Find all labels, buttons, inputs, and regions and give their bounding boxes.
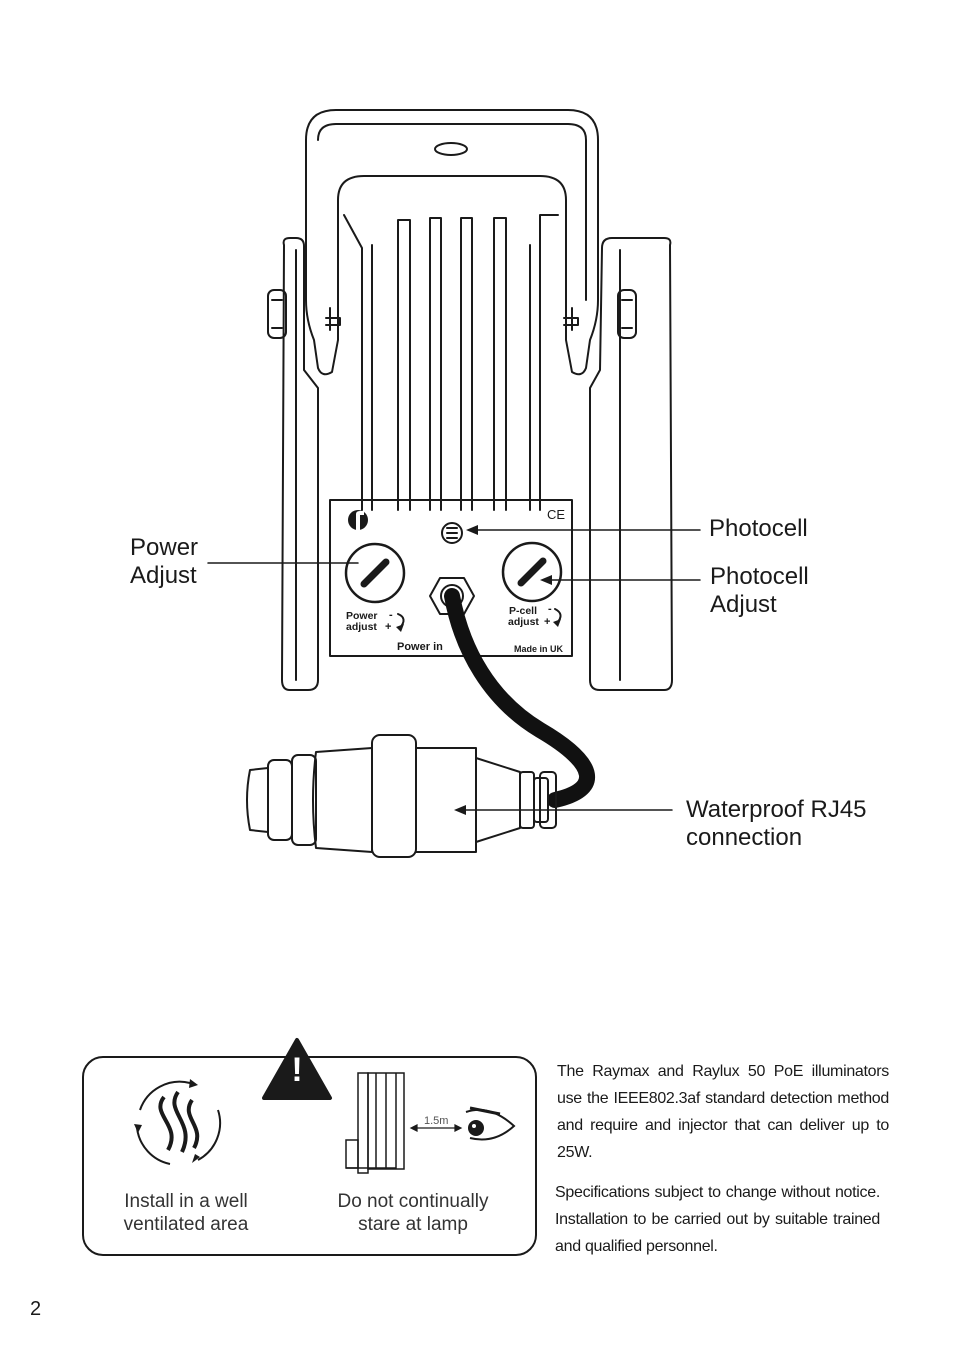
ventilation-icon <box>136 1080 221 1165</box>
power-plus-sign: + <box>385 621 391 633</box>
brand-logo <box>348 510 368 530</box>
power-adjust-callout: Power Adjust <box>130 534 198 590</box>
photocell-adjust-callout: Photocell Adjust <box>710 563 809 619</box>
photocell-adjust-callout-line1: Photocell <box>710 563 809 590</box>
pcell-adjust-label-line1: P-cell <box>509 605 537 617</box>
distance-label: 1.5m <box>424 1115 448 1127</box>
poe-info-paragraph: The Raymax and Raylux 50 PoE illuminator… <box>557 1063 889 1161</box>
rj45-callout: Waterproof RJ45 connection <box>686 796 867 852</box>
power-adjust-callout-line1: Power <box>130 534 199 561</box>
ventilation-caption-line2: ventilated area <box>123 1214 249 1235</box>
page-number: 2 <box>30 1298 42 1320</box>
pcell-adjust-label-line2: adjust <box>508 616 539 628</box>
pcell-plus-sign: + <box>544 616 550 628</box>
ethernet-cable <box>444 588 595 808</box>
rj45-callout-line1: Waterproof RJ45 <box>686 796 867 823</box>
stare-caption-line2: stare at lamp <box>358 1214 468 1235</box>
power-adjust-label-line2: adjust <box>346 621 377 633</box>
photocell-adjust-arrowhead <box>540 575 552 585</box>
rotate-arrowhead-left <box>396 624 404 632</box>
right-pivot-knob <box>617 289 637 339</box>
callout-leaders <box>207 529 701 811</box>
power-minus-sign: - <box>389 609 393 621</box>
pcell-minus-sign: - <box>548 603 552 615</box>
power-adjust-callout-line2: Adjust <box>130 562 197 589</box>
mounting-bracket <box>305 109 599 376</box>
specifications-paragraph: Specifications subject to change without… <box>555 1184 880 1255</box>
right-side-plate <box>589 237 673 691</box>
safety-warning-box: 1.5m <box>82 1038 537 1256</box>
ventilation-caption-line1: Install in a well <box>124 1191 248 1212</box>
rj45-connector <box>246 734 557 858</box>
made-in-label: Made in UK <box>514 644 564 654</box>
eye-icon <box>465 1106 516 1141</box>
left-side-plate <box>281 237 319 691</box>
stare-warning-caption: Do not continually stare at lamp <box>323 1190 503 1236</box>
photocell-arrowhead <box>466 525 478 535</box>
rj45-callout-line2: connection <box>686 824 803 851</box>
power-adjust-label-line1: Power <box>346 610 378 622</box>
photocell-callout: Photocell <box>709 515 808 542</box>
distance-indicator <box>409 1124 463 1132</box>
photocell-adjust-callout-line2: Adjust <box>710 591 777 618</box>
rj45-arrowhead <box>454 805 466 815</box>
rotate-arrowhead-right <box>553 619 561 627</box>
heat-sink-fins <box>343 214 559 511</box>
lamp-side-icon <box>345 1072 405 1174</box>
power-in-label: Power in <box>397 641 443 653</box>
warning-triangle-icon <box>262 1038 332 1100</box>
left-pivot-knob <box>267 289 287 339</box>
stare-caption-line1: Do not continually <box>337 1191 489 1212</box>
warning-exclamation: ! <box>291 1051 303 1089</box>
ce-mark: CE <box>547 507 565 522</box>
ventilation-warning-caption: Install in a well ventilated area <box>106 1190 266 1236</box>
